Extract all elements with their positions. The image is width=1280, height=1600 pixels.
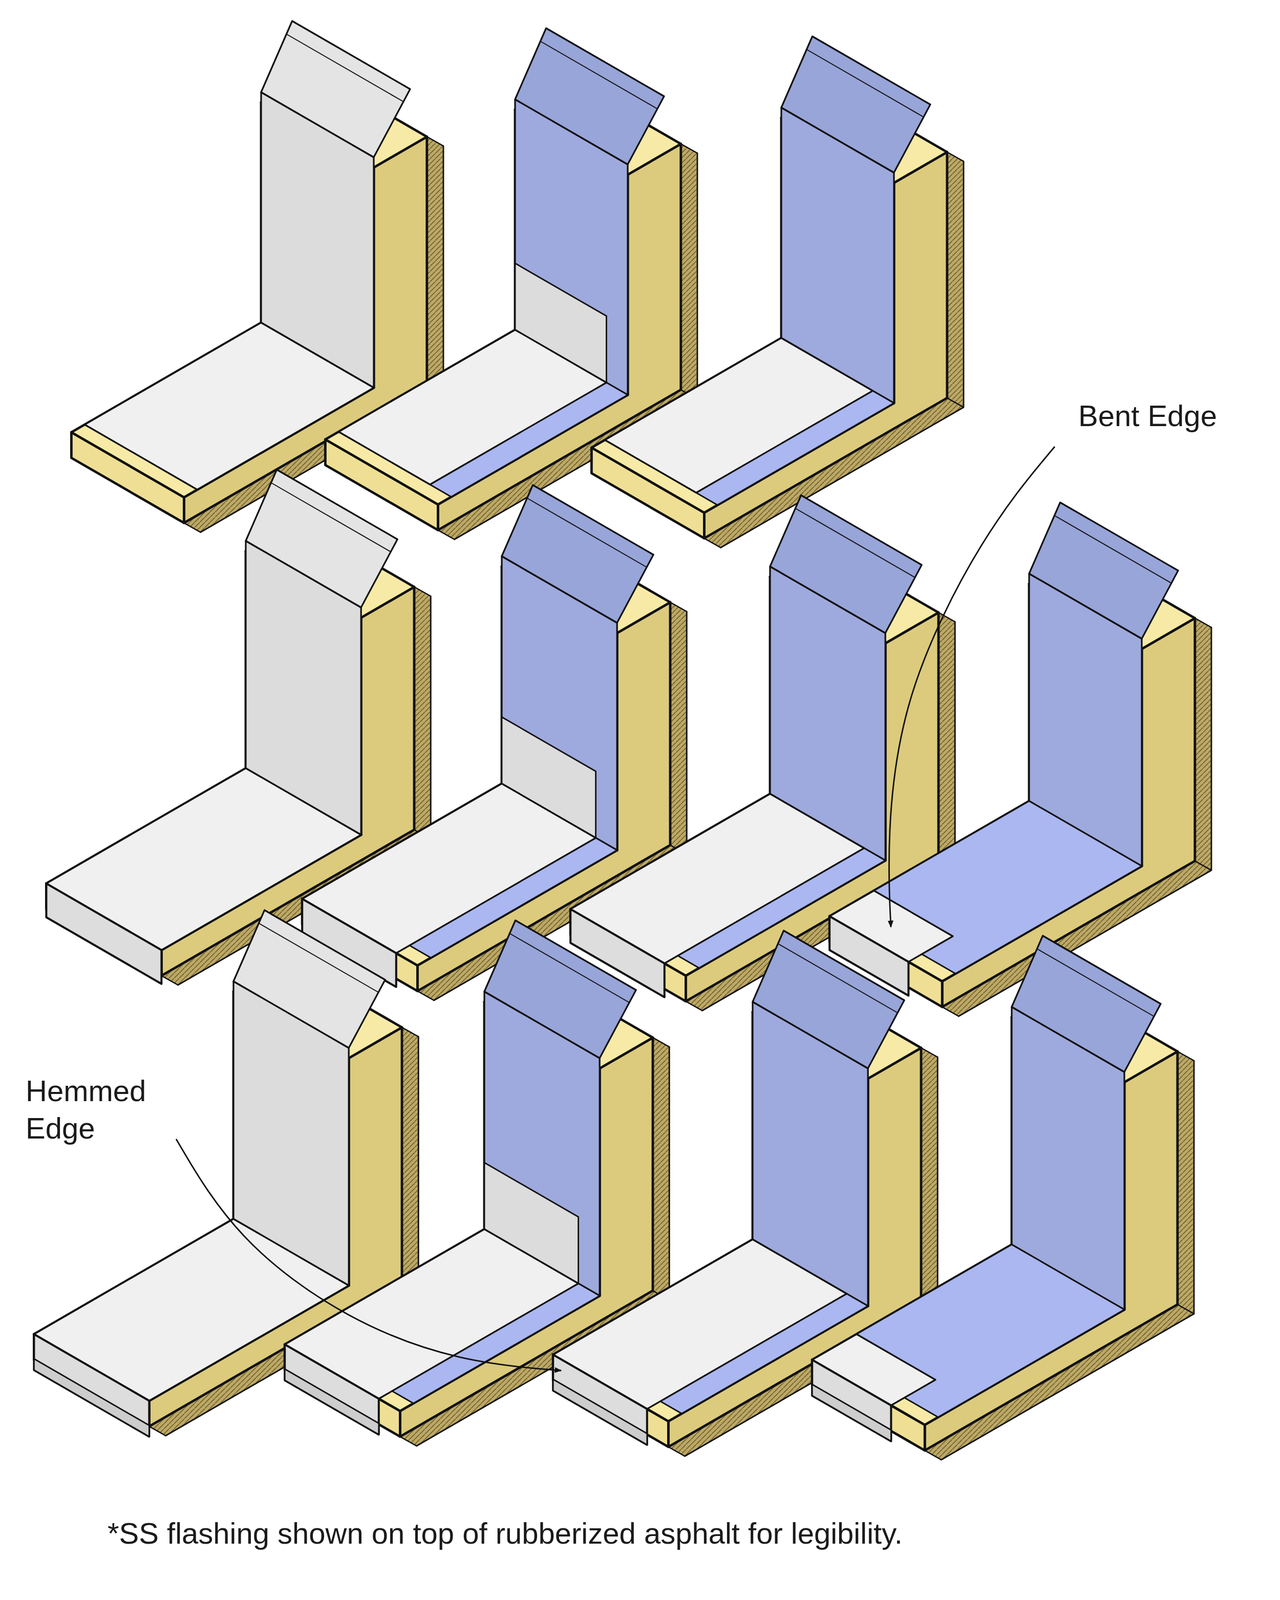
substrate-shadow	[938, 612, 955, 865]
flashing-assembly	[812, 935, 1194, 1460]
flashing-assembly	[552, 930, 938, 1456]
substrate-shadow	[414, 586, 431, 839]
bent-edge	[46, 883, 162, 984]
leader-line	[888, 446, 1055, 927]
flap-curl-line	[271, 482, 392, 552]
hem-fold	[812, 1383, 891, 1441]
flashing-assembly	[829, 502, 1212, 1016]
substrate-shadow	[670, 602, 687, 855]
substrate-shadow	[947, 152, 964, 408]
rubberized-asphalt	[484, 920, 636, 1058]
rubberized-asphalt	[515, 28, 665, 165]
rubberized-asphalt	[752, 930, 905, 1069]
flashing-assembly	[591, 36, 964, 548]
substrate-shadow	[1195, 617, 1212, 870]
hemmed-edge	[33, 1333, 149, 1437]
stainless-flashing	[338, 329, 607, 485]
rubberized-asphalt	[338, 329, 628, 497]
flap-curl-line	[527, 498, 648, 568]
substrate-shadow	[921, 1047, 938, 1310]
assemblies	[33, 20, 1211, 1460]
stainless-flashing	[233, 909, 386, 1048]
hem-fold	[552, 1378, 648, 1445]
hem-fold	[284, 1368, 379, 1435]
flap-curl-line	[795, 508, 916, 578]
flap-curl-line	[806, 49, 925, 118]
flap-curl-line	[509, 933, 630, 1003]
flap-curl-line	[1037, 948, 1155, 1017]
rubberized-asphalt	[604, 337, 894, 505]
substrate-shadow	[401, 1027, 419, 1290]
caption-holder: *SS flashing shown on top of rubberized …	[107, 1514, 903, 1552]
flap-curl-line	[1054, 515, 1172, 584]
rubberized-asphalt	[770, 495, 922, 633]
rubberized-asphalt	[501, 484, 654, 623]
rubberized-asphalt	[781, 36, 931, 173]
substrate-shadow	[1177, 1051, 1194, 1314]
label-holder: Bent Edge	[1078, 397, 1218, 435]
callout-label: Hemmed Edge	[25, 1072, 146, 1147]
hemmed-edge	[284, 1344, 379, 1435]
stainless-flashing	[245, 469, 398, 608]
substrate-shadow	[427, 136, 444, 392]
callout-label: Bent Edge	[1078, 397, 1218, 435]
label-holder: Hemmed Edge	[25, 1072, 146, 1147]
hem-fold	[33, 1358, 149, 1437]
hemmed-edge	[552, 1354, 648, 1445]
stainless-flashing	[604, 337, 873, 493]
flap-curl-line	[778, 943, 899, 1013]
hemmed-edge	[812, 1359, 891, 1441]
flap-curl-line	[286, 34, 404, 102]
stainless-flashing	[261, 20, 411, 158]
footnote: *SS flashing shown on top of rubberized …	[107, 1514, 903, 1552]
leader-line	[176, 1138, 562, 1371]
rubberized-asphalt	[1011, 935, 1161, 1072]
leader-lines	[176, 446, 1055, 1371]
flashing-assembly	[570, 495, 955, 1011]
rubberized-asphalt	[1029, 502, 1179, 639]
substrate-shadow	[652, 1037, 670, 1300]
flap-curl-line	[540, 41, 658, 110]
flap-curl-line	[259, 923, 379, 993]
substrate-shadow	[680, 143, 698, 399]
